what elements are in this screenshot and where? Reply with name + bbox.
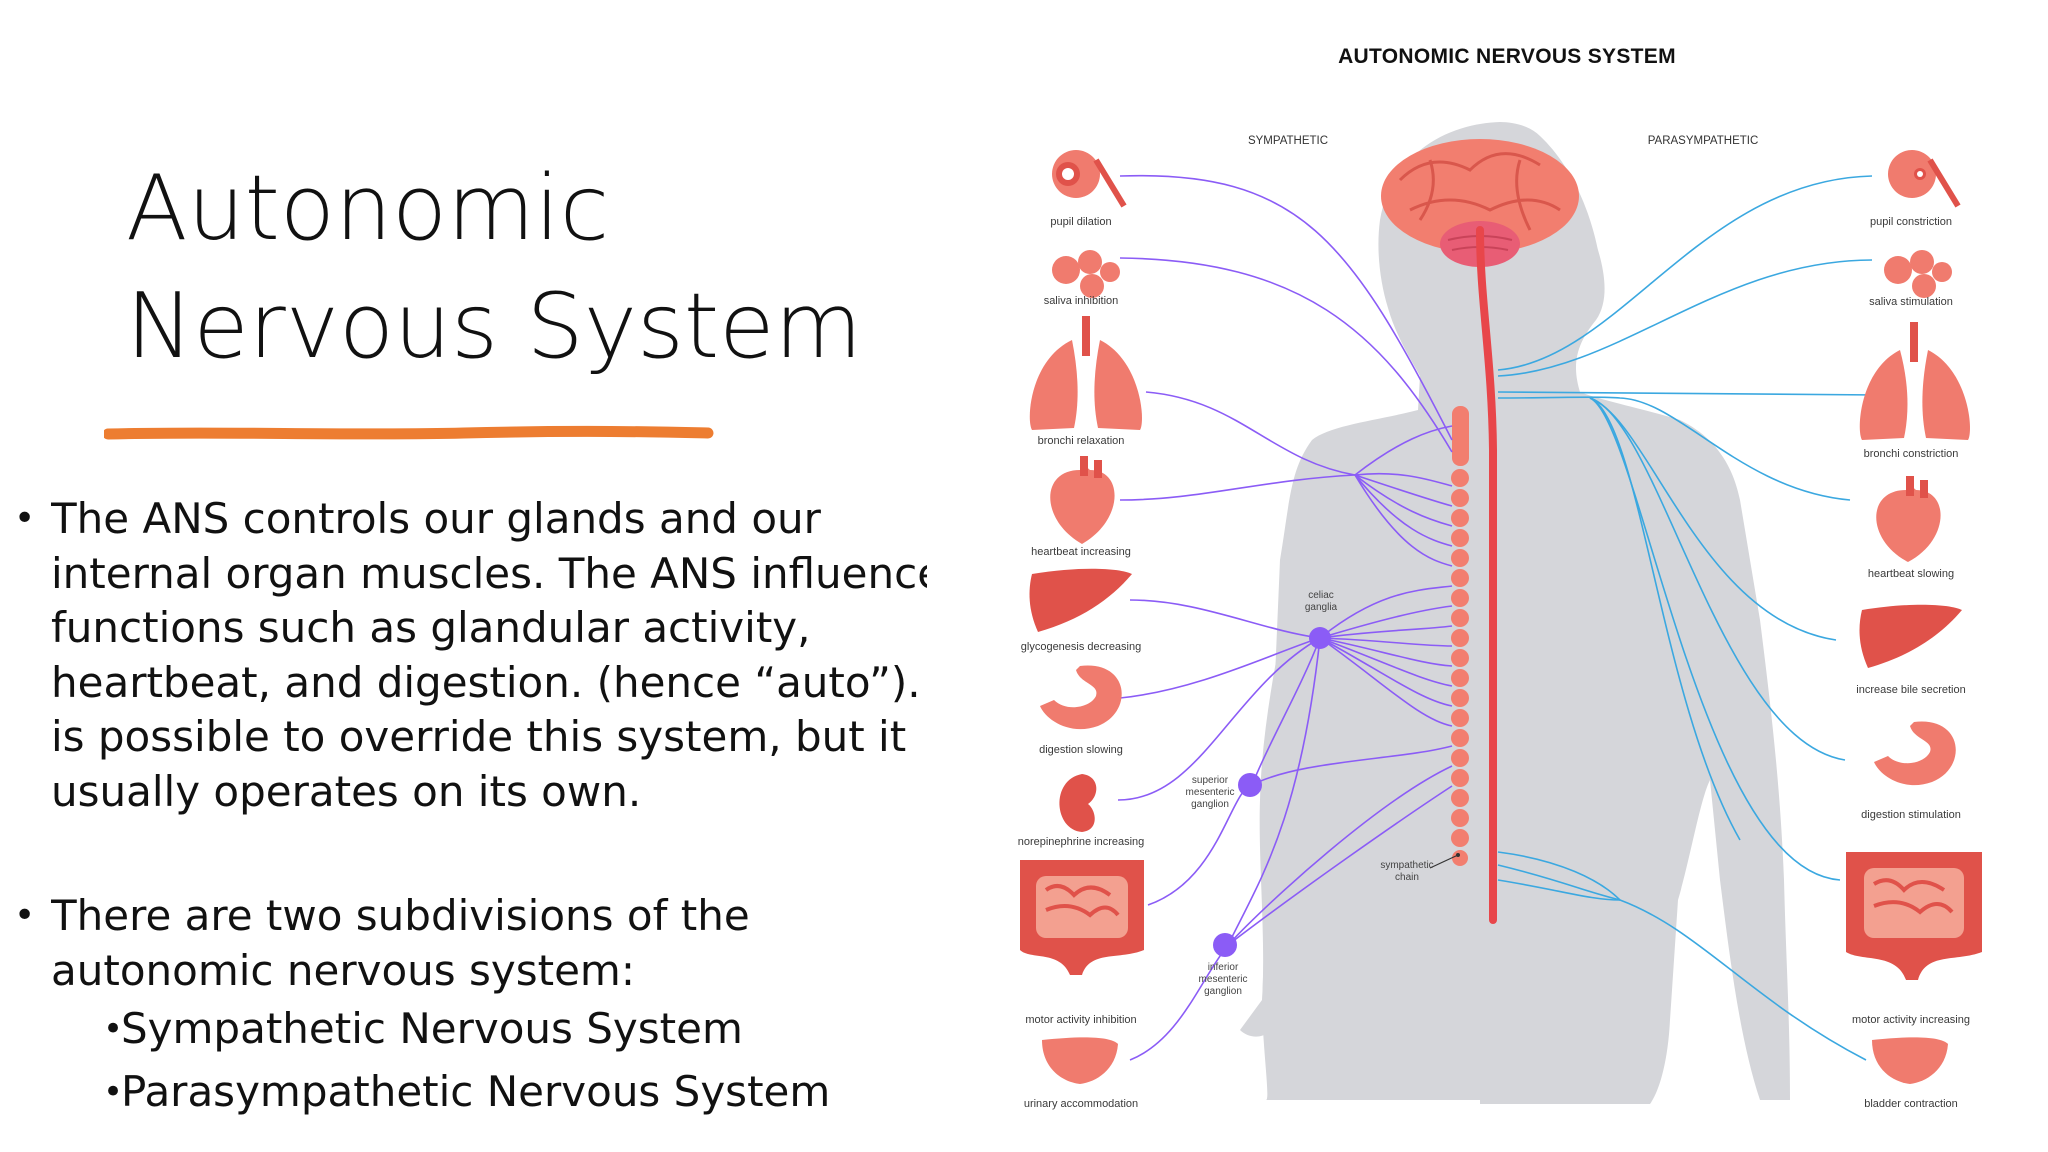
heart-icon xyxy=(1050,456,1115,544)
lungs-icon xyxy=(1859,322,1970,440)
celiac-label-1: celiac xyxy=(1308,590,1334,601)
inferior-label-3: ganglion xyxy=(1204,986,1242,997)
stomach-icon xyxy=(1040,665,1122,730)
celiac-label-2: ganglia xyxy=(1305,602,1338,613)
chain-label-1: sympathetic xyxy=(1380,860,1433,871)
sympathetic-heading: SYMPATHETIC xyxy=(1248,135,1328,147)
bullet-text-line: The ANS controls our glands and our xyxy=(51,494,821,543)
superior-label-1: superior xyxy=(1192,775,1229,786)
parasympathetic-heading: PARASYMPATHETIC xyxy=(1648,135,1759,147)
kidney-icon xyxy=(1059,774,1097,832)
spinal-cord xyxy=(1476,226,1497,924)
inferior-mesenteric-ganglion-node xyxy=(1213,933,1237,957)
sympathetic-chain-pointer-dot xyxy=(1456,853,1460,857)
inferior-label-2: mesenteric xyxy=(1199,974,1248,985)
bullet-subdivisions: • There are two subdivisions of the auto… xyxy=(14,889,914,1128)
stomach-icon xyxy=(1874,721,1956,786)
lungs-icon xyxy=(1029,316,1142,430)
chain-label-2: chain xyxy=(1395,872,1419,883)
inferior-label-1: inferior xyxy=(1208,962,1239,973)
label-saliva-inhibition: saliva inhibition xyxy=(1044,295,1119,307)
sub-bullet-parasympathetic: • Parasympathetic Nervous System xyxy=(51,1065,914,1128)
label-urinary-accommodation: urinary accommodation xyxy=(1024,1098,1138,1110)
label-bronchi-constriction: bronchi constriction xyxy=(1864,448,1959,460)
bullet-dot: • xyxy=(14,895,36,936)
sympathetic-nerves xyxy=(1117,174,1453,1061)
label-glycogenesis-decreasing: glycogenesis decreasing xyxy=(1021,641,1141,653)
label-bladder-contraction: bladder contraction xyxy=(1864,1098,1958,1110)
heart-icon xyxy=(1876,476,1941,562)
title-line-2: Nervous System xyxy=(126,274,863,379)
sub-bullet-sympathetic: • Sympathetic Nervous System xyxy=(51,1002,914,1065)
bullet-list: • The ANS controls our glands and our in… xyxy=(14,492,927,1128)
bladder-icon xyxy=(1042,1037,1118,1084)
bullet-text-line: autonomic nervous system: xyxy=(51,945,635,995)
eye-icon xyxy=(1052,150,1127,208)
superior-mesenteric-ganglion-node xyxy=(1238,773,1262,797)
bullet-dot: • xyxy=(14,498,36,539)
label-heartbeat-increasing: heartbeat increasing xyxy=(1031,546,1131,558)
superior-label-2: mesenteric xyxy=(1186,787,1235,798)
bullet-ans-description: • The ANS controls our glands and our in… xyxy=(14,492,927,819)
bullet-text-line: heartbeat, and digestion. (hence “auto”)… xyxy=(51,657,927,707)
label-motor-activity-increasing: motor activity increasing xyxy=(1852,1014,1970,1026)
salivary-gland-icon xyxy=(1884,250,1952,298)
sub-bullet-dot: • xyxy=(103,1072,124,1112)
label-digestion-slowing: digestion slowing xyxy=(1039,744,1123,756)
bullet-text-line: internal organ muscles. The ANS influenc… xyxy=(51,548,927,598)
sub-bullet-text: Parasympathetic Nervous System xyxy=(121,1067,831,1116)
label-digestion-stimulation: digestion stimulation xyxy=(1861,809,1961,821)
bullet-text-line: is possible to override this system, but… xyxy=(51,712,907,761)
sub-bullet-list: • Sympathetic Nervous System • Parasympa… xyxy=(51,1002,914,1128)
diagram-title: AUTONOMIC NERVOUS SYSTEM xyxy=(1338,45,1676,68)
bullet-text-line: There are two subdivisions of the xyxy=(51,891,750,940)
intestines-icon xyxy=(1846,852,1982,980)
salivary-gland-icon xyxy=(1052,250,1120,298)
sympathetic-chain xyxy=(1451,406,1469,866)
label-heartbeat-slowing: heartbeat slowing xyxy=(1868,568,1954,580)
bullet-text-line: functions such as glandular activity, xyxy=(51,603,811,652)
title-line-1: Autonomic xyxy=(126,156,610,261)
label-saliva-stimulation: saliva stimulation xyxy=(1869,296,1953,308)
parasympathetic-nerves xyxy=(1497,175,1881,1061)
sympathetic-chain-pointer xyxy=(1429,854,1459,869)
eye-icon xyxy=(1888,150,1961,208)
right-organs: pupil constriction saliva stimulation br… xyxy=(1846,150,1982,1110)
celiac-ganglion-node xyxy=(1309,627,1331,649)
title-accent-underline xyxy=(104,425,714,440)
superior-label-3: ganglion xyxy=(1191,799,1229,810)
slide-title: Autonomic Nervous System xyxy=(126,150,886,386)
sub-bullet-text: Sympathetic Nervous System xyxy=(121,1004,743,1053)
intestines-icon xyxy=(1020,860,1144,975)
liver-icon xyxy=(1859,604,1962,668)
liver-icon xyxy=(1029,568,1132,632)
label-motor-activity-inhibition: motor activity inhibition xyxy=(1025,1014,1136,1026)
body-silhouette xyxy=(1240,122,1790,1104)
bullet-text-line: usually operates on its own. xyxy=(51,766,642,816)
label-pupil-dilation: pupil dilation xyxy=(1050,216,1111,228)
ganglion-labels: celiac ganglia superior mesenteric gangl… xyxy=(1186,590,1434,997)
left-organs: pupil dilation saliva inhibition bronchi… xyxy=(1018,150,1145,1110)
label-increase-bile-secretion: increase bile secretion xyxy=(1856,684,1965,696)
label-bronchi-relaxation: bronchi relaxation xyxy=(1038,435,1125,447)
sub-bullet-dot: • xyxy=(103,1009,124,1049)
label-norepinephrine-increasing: norepinephrine increasing xyxy=(1018,836,1145,848)
bladder-icon xyxy=(1872,1037,1948,1084)
label-pupil-constriction: pupil constriction xyxy=(1870,216,1952,228)
